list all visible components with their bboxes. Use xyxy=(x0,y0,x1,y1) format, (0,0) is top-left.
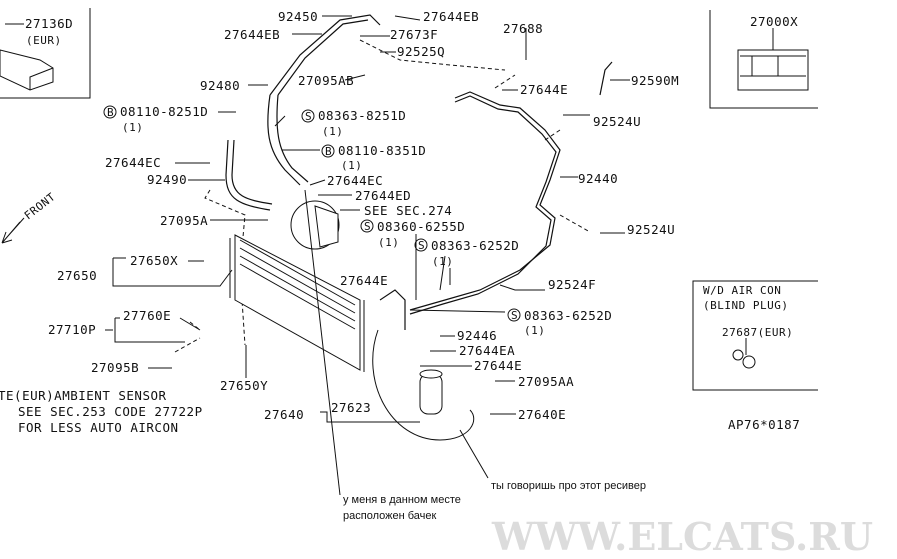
part-label-08360-6255d[interactable]: 08360-6255D xyxy=(377,219,465,234)
part-label-27623[interactable]: 27623 xyxy=(331,400,371,415)
blind-plug-title: W/D AIR CON xyxy=(703,284,781,297)
see-sec-274-link[interactable]: SEE SEC.274 xyxy=(364,203,452,218)
screw-mark: S xyxy=(364,220,371,233)
screw-s-icon xyxy=(360,219,374,233)
receiver-drier xyxy=(372,329,475,441)
part-label-27095a[interactable]: 27095A xyxy=(160,213,208,228)
qty-label: (1) xyxy=(122,121,143,134)
part-label-27650y[interactable]: 27650Y xyxy=(220,378,268,393)
part-label-92524u[interactable]: 92524U xyxy=(627,222,675,237)
leader-lines xyxy=(105,15,630,496)
qty-label: (1) xyxy=(378,236,399,249)
part-label-27000x[interactable]: 27000X xyxy=(750,14,798,29)
part-label-92490[interactable]: 92490 xyxy=(147,172,187,187)
receiver-annotation: ты говоришь про этот ресивер xyxy=(491,480,646,492)
part-label-92524f[interactable]: 92524F xyxy=(548,277,596,292)
screw-s-icon xyxy=(301,109,315,123)
inset-blind-plug: W/D AIR CON (BLIND PLUG) 27687(EUR) xyxy=(692,280,818,391)
part-label-27095b[interactable]: 27095B xyxy=(91,360,139,375)
part-label-08363-6252d[interactable]: 08363-6252D xyxy=(524,308,612,323)
part-label-27650x[interactable]: 27650X xyxy=(130,253,178,268)
part-label-92480[interactable]: 92480 xyxy=(200,78,240,93)
bolt-b-icon xyxy=(321,144,335,158)
part-label-27095ab[interactable]: 27095AB xyxy=(298,73,354,88)
part-label-92590m[interactable]: 92590M xyxy=(631,73,679,88)
part-label-27095aa[interactable]: 27095AA xyxy=(518,374,574,389)
bolt-mark: B xyxy=(107,106,114,119)
part-label-08363-6252d[interactable]: 08363-6252D xyxy=(431,238,519,253)
part-label-27136d[interactable]: 27136D xyxy=(25,16,73,31)
part-label-08110-8251d[interactable]: 08110-8251D xyxy=(120,104,208,119)
part-label-08110-8351d[interactable]: 08110-8351D xyxy=(338,143,426,158)
part-label-27644ec[interactable]: 27644EC xyxy=(327,173,383,188)
ambient-sensor-note: TE(EUR)AMBIENT SENSOR SEE SEC.253 CODE 2… xyxy=(0,388,203,435)
front-arrow-icon: FRONT xyxy=(1,190,58,244)
part-label-27650[interactable]: 27650 xyxy=(57,268,97,283)
condenser xyxy=(229,234,365,372)
part-label-27644ed[interactable]: 27644ED xyxy=(355,188,411,203)
part-label-92525q[interactable]: 92525Q xyxy=(397,44,445,59)
part-label-27640e[interactable]: 27640E xyxy=(518,407,566,422)
inset-27136d: 27136D (EUR) xyxy=(0,8,91,99)
note-line-1: TE(EUR)AMBIENT SENSOR xyxy=(0,388,167,403)
part-labels: 92450 27644EB 27644EB 27673F 92525Q 2768… xyxy=(48,9,800,432)
part-label-92450[interactable]: 92450 xyxy=(278,9,318,24)
part-label-08363-8251d[interactable]: 08363-8251D xyxy=(318,108,406,123)
screw-s-icon xyxy=(507,308,521,322)
part-label-92440[interactable]: 92440 xyxy=(578,171,618,186)
part-label-27688[interactable]: 27688 xyxy=(503,21,543,36)
blind-plug-subtitle: (BLIND PLUG) xyxy=(703,299,788,312)
note-line-3: FOR LESS AUTO AIRCON xyxy=(18,420,179,435)
part-label-27644ec[interactable]: 27644EC xyxy=(105,155,161,170)
front-label: FRONT xyxy=(22,190,58,222)
screw-mark: S xyxy=(305,110,312,123)
part-label-27644e[interactable]: 27644E xyxy=(520,82,568,97)
inset-note-eur: (EUR) xyxy=(26,34,62,47)
part-label-27687[interactable]: 27687(EUR) xyxy=(722,326,793,339)
part-label-27644eb[interactable]: 27644EB xyxy=(423,9,479,24)
bolt-b-icon xyxy=(103,105,117,119)
part-label-27644e[interactable]: 27644E xyxy=(340,273,388,288)
qty-label: (1) xyxy=(341,159,362,172)
inset-27000x: 27000X xyxy=(709,10,818,109)
part-label-27760e[interactable]: 27760E xyxy=(123,308,171,323)
compressor xyxy=(290,200,340,250)
part-label-27644ea[interactable]: 27644EA xyxy=(459,343,515,358)
watermark: WWW.ELCATS.RU xyxy=(491,514,873,559)
tank-annotation-line-1: у меня в данном месте xyxy=(343,494,461,506)
screw-mark: S xyxy=(511,309,518,322)
qty-label: (1) xyxy=(524,324,545,337)
part-label-92524u[interactable]: 92524U xyxy=(593,114,641,129)
bolt-mark: B xyxy=(325,145,332,158)
qty-label: (1) xyxy=(322,125,343,138)
qty-label: (1) xyxy=(432,255,453,268)
note-line-2: SEE SEC.253 CODE 27722P xyxy=(18,404,203,419)
part-label-27644eb[interactable]: 27644EB xyxy=(224,27,280,42)
tank-annotation-line-2: расположен бачек xyxy=(343,510,436,522)
part-label-27710p[interactable]: 27710P xyxy=(48,322,96,337)
user-annotations: у меня в данном месте расположен бачек т… xyxy=(343,480,646,522)
screw-s-icon xyxy=(414,238,428,252)
screw-mark: S xyxy=(418,239,425,252)
part-label-27673f[interactable]: 27673F xyxy=(390,27,438,42)
part-label-27640[interactable]: 27640 xyxy=(264,407,304,422)
hoses xyxy=(174,14,613,353)
part-label-92446[interactable]: 92446 xyxy=(457,328,497,343)
part-label-27644e[interactable]: 27644E xyxy=(474,358,522,373)
diagram-code: AP76*0187 xyxy=(728,417,800,432)
